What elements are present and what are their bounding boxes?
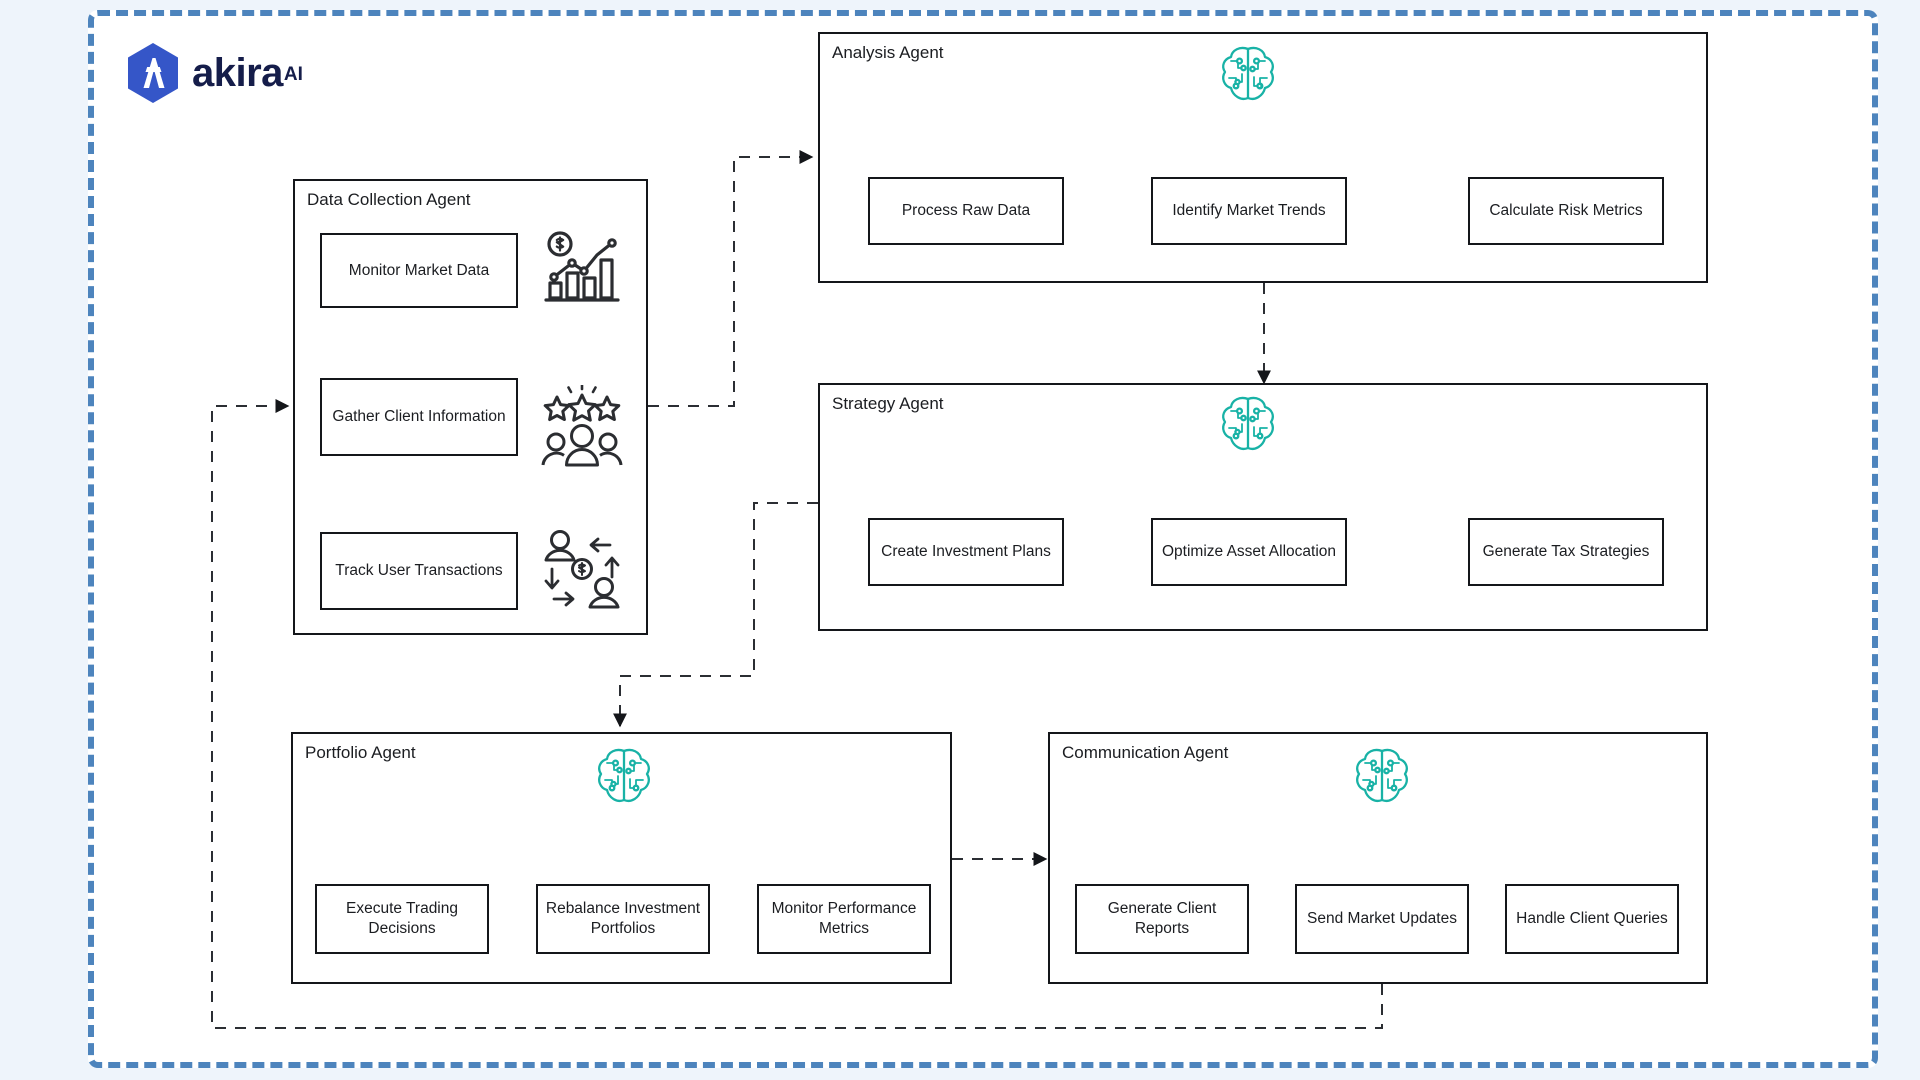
- circuit-brain-icon-analysis: [1222, 46, 1274, 100]
- stars-people-group-icon: [541, 385, 623, 467]
- task-process-raw-data[interactable]: Process Raw Data: [868, 177, 1064, 245]
- task-identify-market-trends[interactable]: Identify Market Trends: [1151, 177, 1347, 245]
- task-label: Send Market Updates: [1307, 910, 1457, 928]
- task-label: Generate Client Reports: [1107, 900, 1217, 937]
- task-label: Create Investment Plans: [881, 543, 1051, 561]
- task-label: Optimize Asset Allocation: [1161, 543, 1337, 561]
- task-label: Track User Transactions: [335, 562, 503, 580]
- task-label: Rebalance Investment Portfolios: [545, 900, 701, 937]
- agent-title-portfolio: Portfolio Agent: [305, 743, 416, 762]
- task-label: Monitor Performance Metrics: [771, 900, 917, 937]
- task-execute-trading-decisions[interactable]: Execute Trading Decisions: [315, 884, 489, 954]
- task-monitor-market-data[interactable]: Monitor Market Data: [320, 233, 518, 308]
- logo-superscript: AI: [283, 63, 303, 85]
- task-handle-client-queries[interactable]: Handle Client Queries: [1505, 884, 1679, 954]
- task-label: Handle Client Queries: [1516, 910, 1668, 928]
- task-label: Execute Trading Decisions: [345, 900, 458, 937]
- akira-hexagon-a-logo-icon: [128, 43, 178, 103]
- task-generate-client-reports[interactable]: Generate Client Reports: [1075, 884, 1249, 954]
- task-create-investment-plans[interactable]: Create Investment Plans: [868, 518, 1064, 586]
- task-generate-tax-strategies[interactable]: Generate Tax Strategies: [1468, 518, 1664, 586]
- task-calculate-risk-metrics[interactable]: Calculate Risk Metrics: [1468, 177, 1664, 245]
- akira-ai-logo: akiraAI: [125, 42, 303, 104]
- agent-box-strategy[interactable]: Strategy Agent: [818, 383, 1708, 631]
- logo-wordmark: akira: [192, 51, 283, 95]
- task-gather-client-information[interactable]: Gather Client Information: [320, 378, 518, 456]
- agent-title-data-collection: Data Collection Agent: [307, 190, 471, 209]
- money-transfer-people-icon: [544, 530, 620, 609]
- task-track-user-transactions[interactable]: Track User Transactions: [320, 532, 518, 610]
- task-label: Gather Client Information: [332, 408, 506, 426]
- agent-title-communication: Communication Agent: [1062, 743, 1229, 762]
- task-monitor-performance-metrics[interactable]: Monitor Performance Metrics: [757, 884, 931, 954]
- task-send-market-updates[interactable]: Send Market Updates: [1295, 884, 1469, 954]
- task-label: Monitor Market Data: [348, 261, 490, 279]
- circuit-brain-icon-communication: [1356, 748, 1408, 802]
- bar-chart-dollar-trend-icon: [544, 231, 620, 302]
- task-label: Calculate Risk Metrics: [1489, 202, 1643, 220]
- task-rebalance-investment-portfolios[interactable]: Rebalance Investment Portfolios: [536, 884, 710, 954]
- task-label: Identify Market Trends: [1172, 202, 1326, 220]
- circuit-brain-icon-strategy: [1222, 396, 1274, 450]
- circuit-brain-icon-portfolio: [598, 748, 650, 802]
- agent-title-strategy: Strategy Agent: [832, 394, 944, 413]
- task-label: Generate Tax Strategies: [1482, 543, 1650, 561]
- task-optimize-asset-allocation[interactable]: Optimize Asset Allocation: [1151, 518, 1347, 586]
- agent-title-analysis: Analysis Agent: [832, 43, 944, 62]
- task-label: Process Raw Data: [901, 202, 1031, 220]
